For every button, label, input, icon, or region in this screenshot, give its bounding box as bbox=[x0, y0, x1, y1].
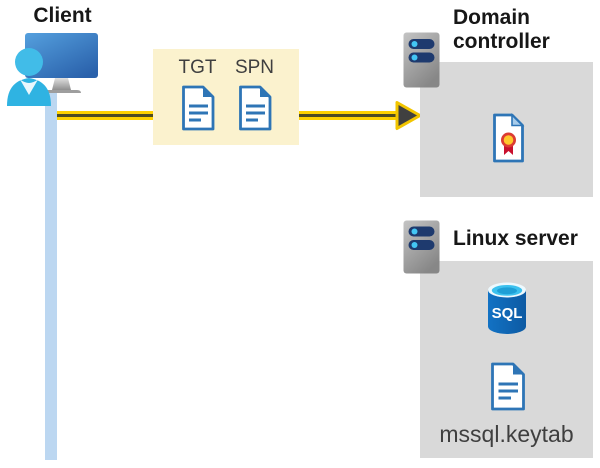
linux-server-icon bbox=[403, 220, 440, 274]
tgt-token: TGT bbox=[178, 56, 218, 145]
client-user-workstation-icon bbox=[7, 33, 98, 106]
keytab-document-icon bbox=[491, 362, 525, 411]
client-title: Client bbox=[33, 4, 92, 27]
tgt-label: TGT bbox=[178, 57, 217, 78]
domain-controller-server-icon bbox=[403, 32, 440, 88]
tgt-document-icon bbox=[181, 85, 214, 131]
person-icon bbox=[15, 48, 43, 76]
monitor-icon bbox=[25, 33, 98, 78]
linux-server-title: Linux server bbox=[453, 227, 578, 250]
ticket-token-box: TGT SPN bbox=[153, 49, 299, 145]
certificate-icon bbox=[493, 113, 525, 163]
spn-document-icon bbox=[238, 85, 271, 131]
spn-label: SPN bbox=[234, 57, 275, 78]
client-timeline-line bbox=[45, 92, 57, 460]
sql-database-icon: SQL bbox=[488, 282, 526, 334]
keytab-file-label: mssql.keytab bbox=[439, 421, 574, 447]
spn-token: SPN bbox=[235, 56, 275, 145]
sql-text: SQL bbox=[492, 305, 523, 322]
domain-controller-title: Domain controller bbox=[453, 6, 550, 53]
